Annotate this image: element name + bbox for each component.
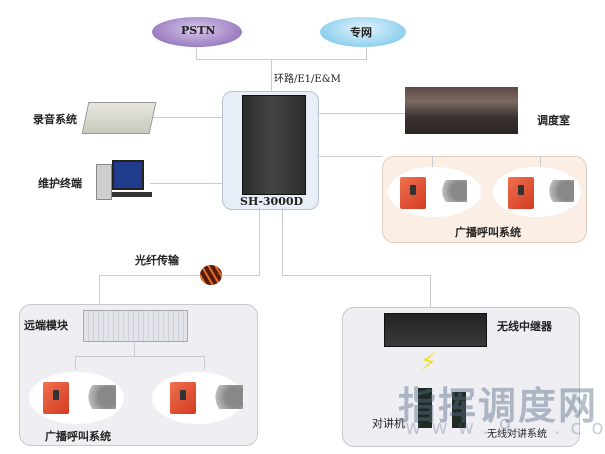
connector — [282, 275, 430, 276]
remote-broadcast-label: 广播呼叫系统 — [45, 430, 111, 443]
central-model-label: SH-3000D — [240, 195, 304, 208]
dispatch-room-photo — [405, 87, 518, 134]
connector — [430, 275, 431, 309]
private-network-cloud — [320, 17, 406, 47]
wireless-repeater-image — [384, 313, 487, 347]
pc-monitor-image — [112, 160, 144, 190]
connector — [540, 156, 541, 168]
connector — [432, 156, 433, 168]
connector — [271, 59, 272, 91]
cabinet-image — [242, 95, 306, 195]
wireless-repeater-label: 无线中继器 — [497, 320, 552, 333]
explosion-proof-phone-icon — [508, 177, 534, 209]
broadcast-system-label: 广播呼叫系统 — [455, 226, 521, 239]
explosion-proof-phone-icon — [400, 177, 426, 209]
pstn-label: PSTN — [181, 24, 216, 37]
connector — [75, 356, 76, 370]
loudspeaker-icon — [205, 385, 243, 409]
maintenance-terminal-label: 维护终端 — [38, 177, 82, 190]
pc-keyboard-image — [112, 192, 152, 197]
loudspeaker-icon — [433, 180, 467, 202]
remote-module-label: 远端模块 — [24, 319, 68, 332]
loudspeaker-icon — [78, 385, 116, 409]
connector — [259, 208, 260, 275]
connector — [317, 113, 405, 114]
connector — [196, 59, 367, 60]
connector — [150, 117, 222, 118]
walkie-talkie-label: 对讲机 — [372, 417, 405, 430]
recording-server-image — [81, 102, 157, 134]
connector — [204, 356, 205, 370]
connector — [317, 156, 382, 157]
connector — [196, 47, 197, 59]
remote-module-image — [83, 310, 188, 342]
connector — [75, 356, 205, 357]
explosion-proof-phone-icon — [43, 382, 69, 414]
fiber-icon — [200, 265, 222, 285]
watermark-title: 指挥调度网 — [398, 384, 599, 428]
connector — [366, 47, 367, 59]
loudspeaker-icon — [540, 180, 574, 202]
connector — [282, 208, 283, 275]
private-network-label: 专网 — [350, 26, 372, 39]
watermark-url: www.9...com — [405, 415, 605, 439]
walkie-talkie-icon — [452, 392, 466, 428]
pc-tower-image — [96, 164, 112, 200]
trunk-label: 环路/E1/E&M — [274, 74, 341, 85]
connector — [134, 342, 135, 356]
walkie-talkie-icon — [418, 388, 432, 428]
wireless-intercom-label: 无线对讲系统 — [487, 429, 547, 440]
pstn-cloud — [152, 17, 242, 47]
dispatch-room-label: 调度室 — [537, 114, 570, 127]
connector — [99, 275, 100, 305]
recording-system-label: 录音系统 — [33, 113, 77, 126]
fiber-transmission-label: 光纤传输 — [135, 254, 179, 267]
lightning-icon: ⚡ — [420, 348, 437, 376]
connector — [150, 183, 222, 184]
connector — [99, 275, 260, 276]
explosion-proof-phone-icon — [170, 382, 196, 414]
